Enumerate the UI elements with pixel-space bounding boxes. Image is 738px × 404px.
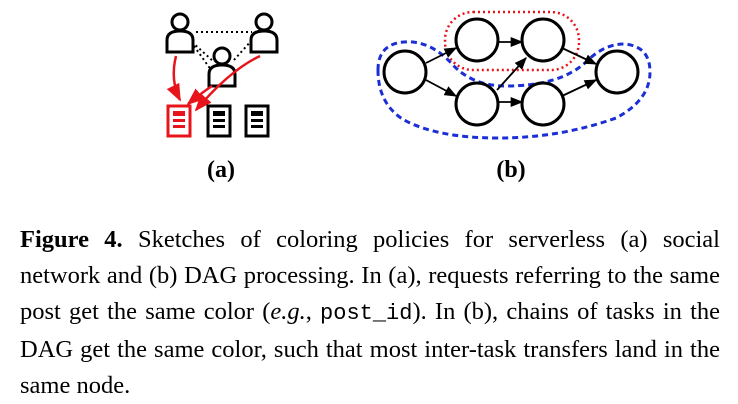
blue-chain-outline [376, 40, 652, 140]
panel-a-social-network [165, 12, 279, 138]
user-links [191, 31, 253, 75]
document-icon [206, 104, 232, 138]
user-icon [165, 12, 195, 54]
caption-text-part2: ). In (b), chains of tasks in the DAG ge… [20, 298, 721, 399]
document-icon-red [166, 104, 192, 138]
dag-node [454, 81, 500, 127]
caption-comma: , [305, 298, 321, 325]
caption-code: post_id [320, 301, 413, 326]
dag-node [594, 49, 640, 95]
caption-eg: e.g. [270, 298, 306, 325]
panel-b-label: (b) [496, 157, 526, 183]
user-icon [249, 12, 279, 54]
dag-nodes [382, 17, 640, 127]
caption-text-part1: Sketches of coloring policies for server… [20, 226, 720, 325]
panel-a-label: (a) [207, 157, 235, 183]
dag-node [454, 17, 500, 63]
request-arrows [166, 54, 261, 112]
red-chain-outline [443, 10, 581, 72]
dag-node [520, 81, 566, 127]
user-icon [207, 46, 237, 88]
figure-caption: Figure 4. Sketches of coloring policies … [20, 222, 720, 404]
caption-label: Figure 4. [20, 226, 123, 253]
dag-edges [425, 36, 598, 108]
dag-node [520, 17, 566, 63]
dag-node [382, 49, 428, 95]
figure-sketches [165, 10, 652, 140]
document-icon [244, 104, 270, 138]
panel-b-dag [376, 10, 652, 140]
